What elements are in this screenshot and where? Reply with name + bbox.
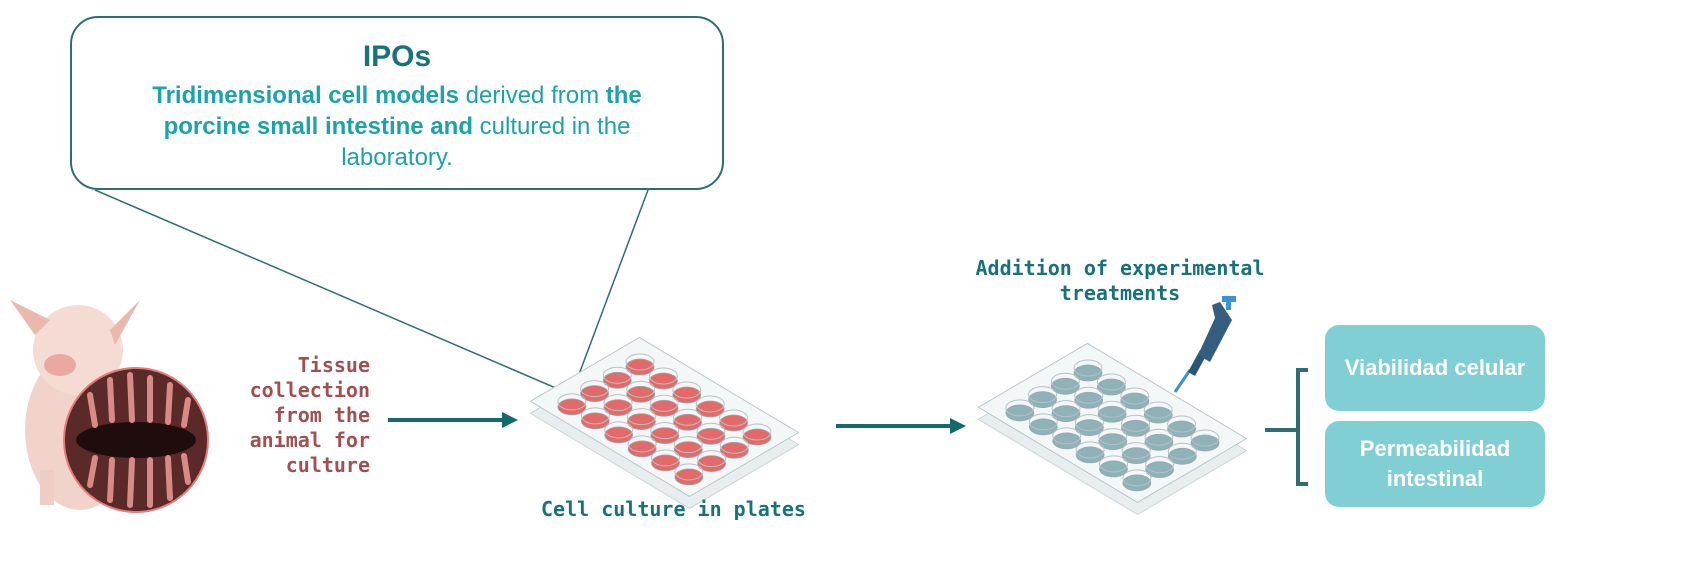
- well: [1052, 427, 1082, 450]
- well: [1028, 386, 1058, 409]
- callout-text: derived from: [459, 82, 606, 109]
- arrow-2: [836, 418, 966, 434]
- result-permeability: Permeabilidad intestinal: [1325, 421, 1545, 507]
- culture-plate-treated: [977, 342, 1248, 516]
- culture-plate-red: [529, 336, 800, 510]
- well: [625, 353, 655, 376]
- well: [697, 450, 727, 473]
- well: [650, 422, 680, 445]
- callout-bold-text: Tridimensional cell models: [152, 82, 460, 109]
- intestine-magnifier: [63, 367, 209, 513]
- well: [1120, 387, 1150, 410]
- well: [1050, 372, 1080, 395]
- well: [648, 367, 678, 390]
- treatment-addition-label: Addition of experimental treatments: [975, 256, 1265, 305]
- well: [557, 393, 587, 416]
- well: [1074, 414, 1104, 437]
- well: [651, 449, 680, 472]
- well: [1073, 359, 1103, 382]
- plate-top: [529, 336, 800, 498]
- well: [1098, 428, 1128, 451]
- callout-text: cultured in the laboratory.: [341, 113, 631, 171]
- well: [1145, 456, 1175, 479]
- bracket: [1265, 368, 1308, 486]
- tissue-collection-label: Tissue collection from the animal for cu…: [249, 353, 370, 477]
- well: [1121, 442, 1151, 465]
- well: [1074, 386, 1104, 409]
- well: [695, 395, 725, 418]
- callout-pointer-line: [94, 189, 566, 393]
- well: [626, 380, 656, 403]
- well: [1122, 469, 1152, 492]
- well: [1028, 413, 1058, 436]
- well: [674, 463, 704, 486]
- well: [672, 381, 702, 404]
- result-viability: Viabilidad celular: [1325, 325, 1545, 411]
- well: [1167, 415, 1197, 438]
- well: [1121, 414, 1150, 437]
- well: [627, 435, 657, 458]
- callout-bold-text: the porcine small intestine and: [163, 82, 642, 140]
- well: [742, 423, 772, 446]
- well: [1051, 400, 1081, 423]
- well: [602, 366, 632, 389]
- well: [673, 408, 702, 431]
- well: [604, 421, 634, 444]
- plate-top: [977, 342, 1248, 504]
- well: [1099, 455, 1128, 478]
- callout-description: Tridimensional cell models derived from …: [112, 80, 682, 173]
- well: [1096, 373, 1126, 396]
- well: [1075, 441, 1105, 464]
- arrow-1: [388, 412, 518, 428]
- callout-title: IPOs: [362, 40, 432, 73]
- well: [1097, 400, 1127, 423]
- well: [1005, 399, 1035, 422]
- well: [580, 407, 610, 430]
- callout-pointer-line: [574, 189, 649, 386]
- well: [1143, 401, 1173, 424]
- ipos-callout: IPOs Tridimensional cell models derived …: [70, 16, 724, 190]
- well: [696, 422, 726, 445]
- well: [1190, 429, 1220, 452]
- well: [603, 394, 633, 417]
- well: [1167, 442, 1197, 465]
- pipette-icon: [1173, 296, 1236, 393]
- well: [649, 394, 679, 417]
- well: [719, 409, 749, 432]
- well: [626, 408, 656, 431]
- well: [580, 380, 610, 403]
- well: [719, 436, 749, 459]
- well: [673, 436, 703, 459]
- cell-culture-label: Cell culture in plates: [541, 497, 806, 521]
- well: [1144, 428, 1174, 451]
